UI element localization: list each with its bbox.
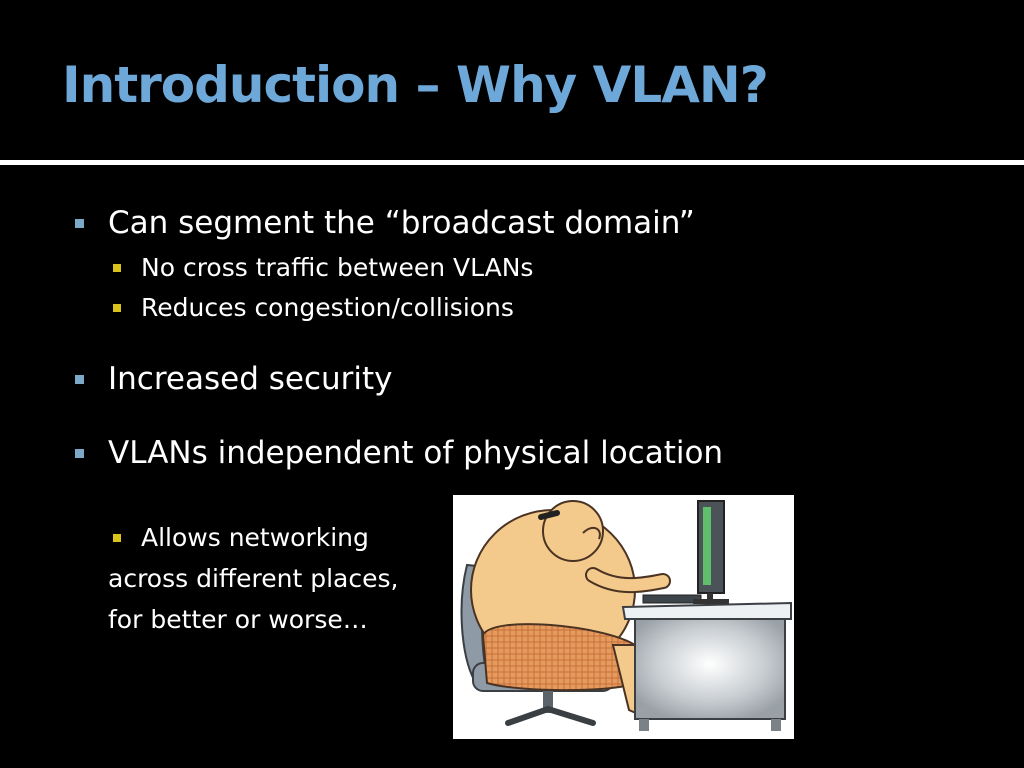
subbullet-no-cross-traffic: No cross traffic between VLANs <box>113 253 534 282</box>
desk-body <box>634 618 786 720</box>
keyboard <box>642 594 702 604</box>
subbullet-reduces-congestion: Reduces congestion/collisions <box>113 293 514 322</box>
desk-top <box>621 601 792 620</box>
bullet-text: Allows networking <box>141 523 369 552</box>
bullet-broadcast-domain: Can segment the “broadcast domain” <box>75 205 695 241</box>
square-bullet-icon <box>75 375 84 384</box>
bullet-text: Can segment the “broadcast domain” <box>108 205 695 241</box>
bullet-text: No cross traffic between VLANs <box>141 253 534 282</box>
chair-base <box>505 705 596 726</box>
square-bullet-icon <box>113 534 121 542</box>
square-bullet-icon <box>75 219 84 228</box>
subbullet-allows-networking: Allows networking <box>113 523 369 552</box>
title-divider <box>0 160 1024 165</box>
bullet-physical-location: VLANs independent of physical location <box>75 435 724 471</box>
bullet-text: VLANs independent of physical location <box>108 435 724 471</box>
square-bullet-icon <box>113 304 121 312</box>
bullet-increased-security: Increased security <box>75 361 393 397</box>
arm <box>587 569 669 592</box>
square-bullet-icon <box>113 264 121 272</box>
square-bullet-icon <box>75 449 84 458</box>
subbullet-continuation-line-2: for better or worse… <box>108 605 368 634</box>
cartoon-man-at-computer-image <box>453 495 794 739</box>
slide-title: Introduction – Why VLAN? <box>62 56 769 114</box>
subbullet-continuation-line-1: across different places, <box>108 564 399 593</box>
cartoon-illustration <box>460 500 792 731</box>
head <box>542 500 604 562</box>
monitor-stand <box>693 599 729 604</box>
bullet-text: Increased security <box>108 361 393 397</box>
chair-post <box>543 691 553 713</box>
bullet-text: Reduces congestion/collisions <box>141 293 514 322</box>
